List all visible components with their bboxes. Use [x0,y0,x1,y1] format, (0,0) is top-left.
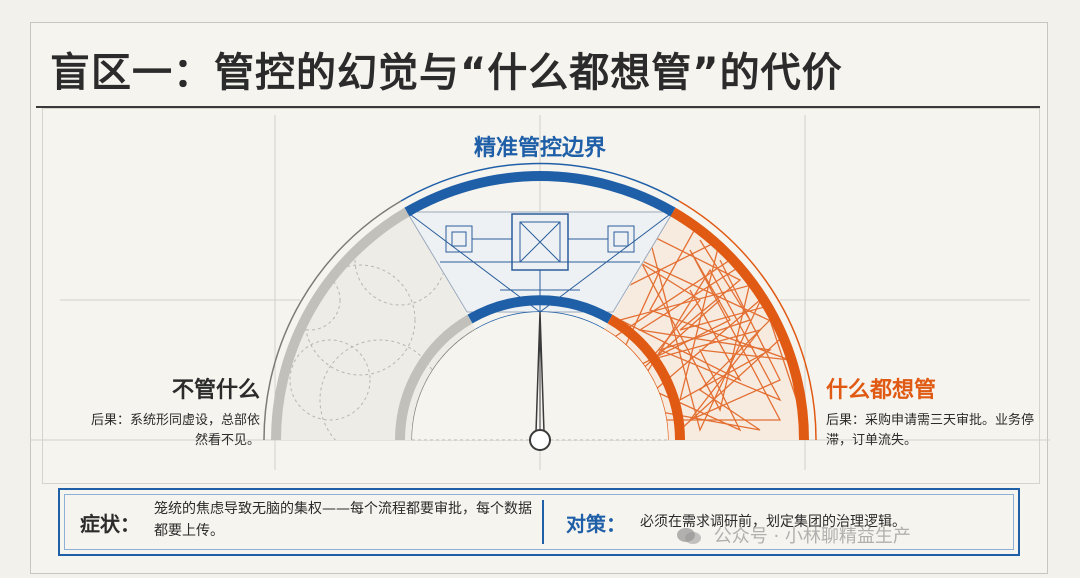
title-divider [36,106,1040,108]
summary-box-inner [64,494,1014,550]
diagram-frame [42,108,1040,484]
zone-left-label: 不管什么 [171,378,260,403]
zone-top-label: 精准管控边界 [473,136,606,161]
summary-box: 症状： 笼统的焦虑导致无脑的集权——每个流程都要审批，每个数据都要上传。 对策：… [58,488,1020,556]
watermark: 公众号 · 小林聊精益生产 [676,522,911,548]
symptom-text: 笼统的焦虑导致无脑的集权——每个流程都要审批，每个数据都要上传。 [154,501,532,539]
outer-arc [271,171,809,441]
wechat-icon [677,528,701,544]
page-title: 盲区一：管控的幻觉与“什么都想管”的代价 [50,50,843,96]
top-blueprint [406,211,674,313]
countermeasure-key: 对策： [566,512,626,536]
zone-left-consequence: 后果：系统形同虚设，总部依然看不见。 [90,413,260,448]
zone-right-label: 什么都想管 [826,378,937,403]
summary-divider [542,500,544,544]
zone-right-consequence: 后果：采购申请需三天审批。业务停滞，订单流失。 [826,413,1035,448]
countermeasure-text: 必须在需求调研前，划定集团的治理逻辑。 [640,514,906,530]
outer-arc-outline [263,162,817,441]
symptom-key: 症状： [80,512,140,536]
watermark-text: 公众号 · 小林聊精益生产 [713,526,911,547]
inner-arc [395,295,685,441]
needle [529,311,551,451]
